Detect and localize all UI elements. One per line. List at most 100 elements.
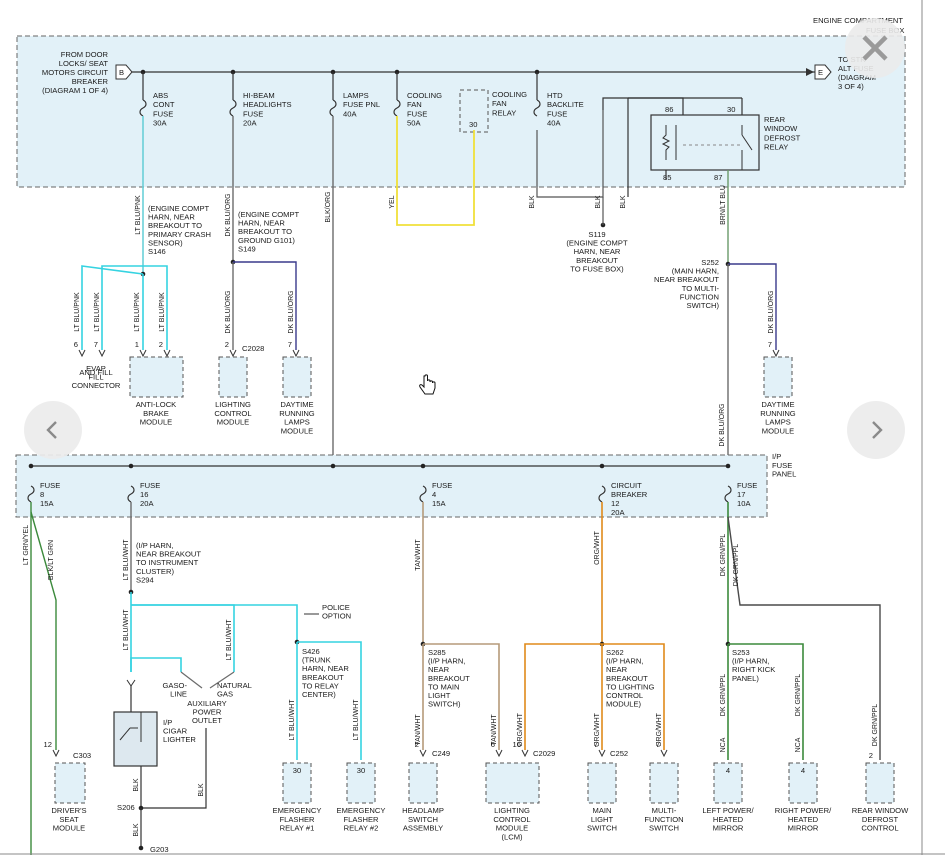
- fuse-label: LAMPS: [343, 91, 369, 100]
- s294-label: CLUSTER): [136, 567, 174, 576]
- left-mirror-label: MIRROR: [713, 824, 744, 833]
- connector-mark: [126, 679, 136, 687]
- ip-fuse-label: CIRCUIT: [611, 481, 642, 490]
- s252-label: TO MULTI-: [682, 284, 720, 293]
- rear-defrost-label: CONTROL: [861, 824, 898, 833]
- flasher-relay-2: [346, 762, 376, 804]
- wire-label: LT BLU/WHT: [289, 699, 296, 741]
- wire-label: BLK: [133, 778, 140, 792]
- wire-label: DK GRN/PPL: [720, 534, 727, 577]
- from-door-label: FROM DOOR: [61, 50, 109, 59]
- fuse-symbol: [27, 485, 35, 503]
- main-light-switch: [587, 762, 617, 804]
- cyan-wire: [131, 604, 298, 642]
- wire-label: LT BLU/WHT: [353, 699, 360, 741]
- relay-switch: [741, 134, 753, 151]
- s146-label: PRIMARY CRASH: [148, 230, 211, 239]
- chevron-left-icon: [46, 421, 57, 439]
- bus-dot: [420, 463, 426, 469]
- s262-label: (I/P HARN,: [606, 657, 643, 666]
- pin-label: 1: [135, 340, 139, 349]
- s149-label: HARN, NEAR: [238, 219, 285, 228]
- drl-module-label: RUNNING: [279, 409, 315, 418]
- pin-arrow: [292, 349, 300, 358]
- left-mirror-label: LEFT POWER/: [702, 806, 754, 815]
- flasher-1-label: RELAY #1: [280, 824, 315, 833]
- relay-pin: 87: [714, 173, 722, 182]
- s262-label: CONTROL: [606, 691, 643, 700]
- flasher-2-label: RELAY #2: [344, 824, 379, 833]
- wire: [209, 671, 235, 689]
- ip-fuse-panel: [15, 454, 768, 518]
- pin-label: 4: [801, 766, 805, 775]
- pin-label: 7: [594, 740, 598, 749]
- close-button[interactable]: [845, 18, 905, 78]
- multi-function-switch: [649, 762, 679, 804]
- navy-wire: [728, 263, 777, 350]
- s119-label: S119: [588, 230, 605, 239]
- s262-label: MODULE): [606, 700, 641, 709]
- s119-label: HARN, NEAR: [574, 247, 621, 256]
- wire-label: LT BLU/PNK: [135, 195, 142, 235]
- s285-label: (I/P HARN,: [428, 657, 465, 666]
- fuse-label: 30A: [153, 119, 167, 128]
- flasher-2-label: FLASHER: [343, 815, 379, 824]
- cyan-wire: [131, 604, 235, 672]
- drl-module-2-label: MODULE: [762, 426, 795, 435]
- connector-label: C303: [73, 751, 91, 760]
- fuse-symbol: [127, 485, 135, 503]
- pin-arrow: [52, 749, 60, 758]
- s426-label: S426: [302, 647, 320, 656]
- connector-label: C249: [432, 749, 450, 758]
- s294-label: NEAR BREAKOUT: [136, 550, 201, 559]
- evap-connector-label: CONNECTOR: [72, 381, 121, 390]
- pin-label: 6: [491, 740, 495, 749]
- blk-lt-grn-wire: [30, 511, 57, 750]
- hand-cursor-icon: [419, 374, 436, 395]
- s146-label: SENSOR): [148, 238, 183, 247]
- s426-label: BREAKOUT: [302, 673, 344, 682]
- pin-arrow: [419, 749, 427, 758]
- s253-label: S253: [732, 648, 750, 657]
- wire-label: ORG/WHT: [594, 712, 601, 747]
- wire-label: DK BLU/ORG: [225, 290, 232, 333]
- ip-fuse-label: 8: [40, 490, 44, 499]
- wire-label: LT BLU/WHT: [226, 619, 233, 661]
- lighting-control-module-lcm: [485, 762, 540, 804]
- aux-outlet-label: POWER: [193, 708, 222, 717]
- lcm-label: MODULE: [496, 824, 529, 833]
- bus-dot: [128, 463, 134, 469]
- wire-label: BLK: [198, 783, 205, 797]
- bus-arrow: [806, 68, 814, 76]
- s252-label: S252: [701, 258, 719, 267]
- wire-label: DK GRN/PPL: [795, 674, 802, 717]
- wire-label: DK GRN/PPL: [733, 544, 740, 587]
- next-button[interactable]: [847, 401, 905, 459]
- rear-defrost-control: [865, 762, 895, 804]
- ip-panel-title: PANEL: [772, 470, 796, 479]
- pin-arrow: [139, 349, 147, 358]
- fuse-label: FAN: [407, 100, 422, 109]
- ip-fuse-label: 4: [432, 490, 436, 499]
- connector-b: [115, 64, 133, 80]
- wire-label: LT GRN/YEL: [23, 525, 30, 565]
- flasher-1-label: EMERGENCY: [273, 806, 322, 815]
- police-label: POLICE: [322, 603, 350, 612]
- s285-label: LIGHT: [428, 691, 451, 700]
- evap-connector-label: FILL: [88, 373, 103, 382]
- previous-button[interactable]: [24, 401, 82, 459]
- lighting-control-module: [218, 356, 248, 398]
- fuse-label: 40A: [547, 119, 561, 128]
- wire-label: ORG/WHT: [517, 712, 524, 747]
- pin-arrow: [521, 749, 529, 758]
- s294-label: S294: [136, 575, 154, 584]
- wire-label: BLK/LT GRN: [48, 540, 55, 580]
- cooling-relay-label: COOLING: [492, 90, 527, 99]
- from-door-label: LOCKS/ SEAT: [59, 59, 109, 68]
- flasher-relay-1: [282, 762, 312, 804]
- pin-label: 2: [159, 340, 163, 349]
- ip-fuse-label: 20A: [611, 508, 625, 517]
- cigar-label: CIGAR: [163, 727, 188, 736]
- dk-grn-ppl-wire-2: [727, 516, 881, 760]
- bus-dot: [725, 463, 731, 469]
